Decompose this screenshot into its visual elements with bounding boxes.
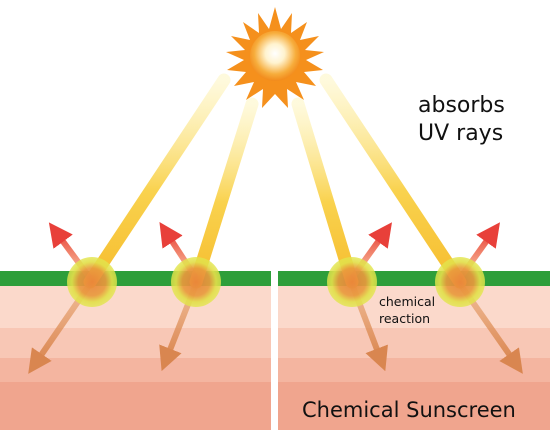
sun-icon xyxy=(226,7,324,108)
reaction-label-line1: chemical xyxy=(379,294,435,309)
uv-ray-3 xyxy=(291,97,359,289)
absorbs-label-line1: absorbs xyxy=(418,93,505,118)
incoming-rays xyxy=(83,73,467,289)
absorption-glow xyxy=(171,257,221,307)
absorption-spots xyxy=(67,257,485,307)
reaction-label-line2: reaction xyxy=(379,311,430,326)
panel-divider xyxy=(271,264,278,430)
absorption-glow xyxy=(435,257,485,307)
uv-ray-4 xyxy=(319,73,467,289)
sun-core xyxy=(250,31,300,81)
uv-ray-1 xyxy=(83,73,231,289)
diagram-title: Chemical Sunscreen xyxy=(302,398,516,422)
absorption-glow xyxy=(327,257,377,307)
absorbs-label-line2: UV rays xyxy=(418,121,503,146)
uv-ray-2 xyxy=(189,97,259,289)
absorption-glow xyxy=(67,257,117,307)
